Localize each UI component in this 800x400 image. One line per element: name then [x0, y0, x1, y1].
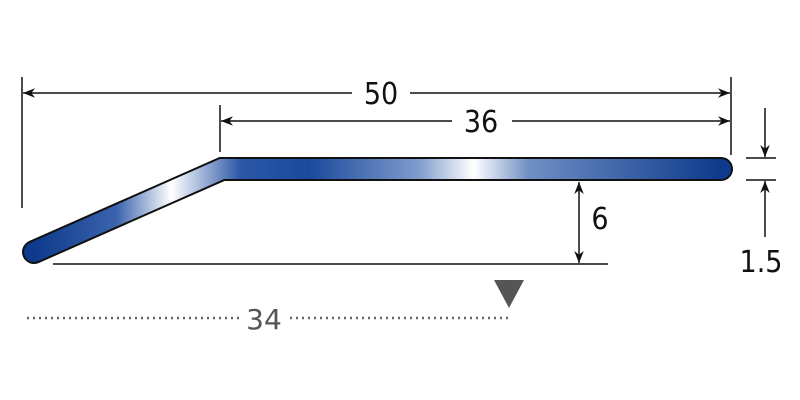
dimension-height: 6 — [574, 182, 609, 263]
profile-shape — [22, 157, 733, 264]
dimension-base-width: 34 — [27, 280, 524, 336]
dimension-total-width: 50 — [23, 77, 730, 112]
label-base-width: 34 — [246, 303, 282, 336]
triangle-marker-icon — [494, 280, 524, 308]
label-thickness: 1.5 — [740, 245, 783, 280]
label-height: 6 — [591, 202, 608, 237]
label-flat-width: 36 — [464, 105, 498, 140]
label-total-width: 50 — [364, 77, 398, 112]
dimension-thickness: 1.5 — [740, 108, 783, 280]
dimension-flat-width: 36 — [221, 105, 730, 140]
extension-lines — [21, 77, 776, 265]
